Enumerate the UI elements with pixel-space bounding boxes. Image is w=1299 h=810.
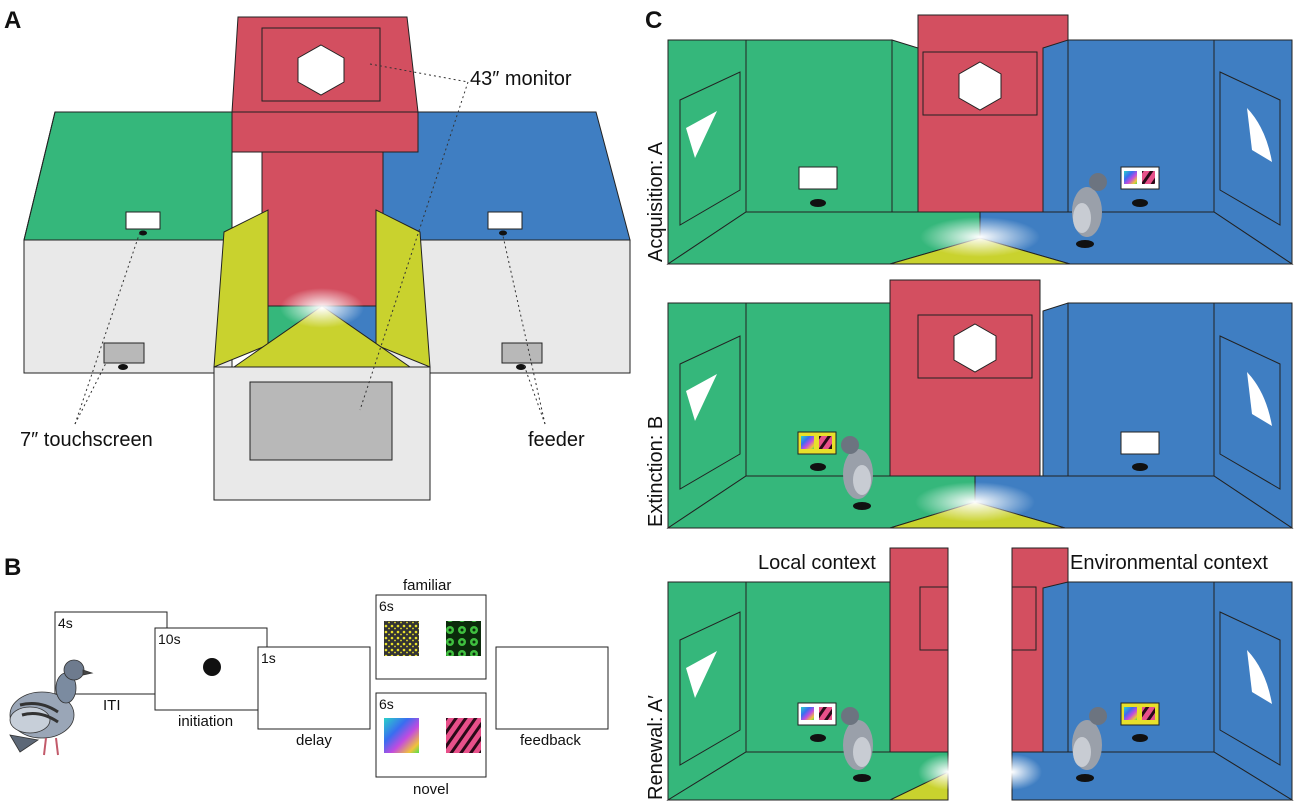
acq-arc-shape — [1247, 108, 1272, 162]
initiation-duration: 10s — [158, 631, 181, 647]
acq-hexagon — [958, 61, 1002, 111]
feedback-frame — [495, 646, 609, 730]
monitor-screen — [249, 381, 393, 461]
iti-duration: 4s — [58, 615, 73, 631]
acq-touchscreen-left — [798, 166, 838, 190]
feeder-label: feeder — [528, 429, 585, 451]
panel-a-leaders — [74, 63, 546, 425]
feeder-right-front — [516, 364, 526, 370]
hexagon-stimulus — [297, 44, 345, 96]
panel-a-letter: A — [4, 7, 21, 34]
touchscreen-label: 7″ touchscreen — [20, 429, 153, 451]
panel-b-sequence — [54, 594, 609, 778]
ext-arc-shape — [1247, 372, 1272, 426]
acquisition-label: Acquisition: A — [645, 141, 667, 262]
familiar-label: familiar — [403, 577, 451, 594]
initiation-label: initiation — [178, 713, 233, 730]
ext-triangle — [686, 374, 717, 421]
familiar-duration: 6s — [379, 598, 394, 614]
renewal-env-pigeon-icon — [1072, 707, 1107, 782]
iti-label: ITI — [103, 697, 121, 714]
feedback-label: feedback — [520, 732, 581, 749]
acq-triangle — [686, 111, 717, 158]
panel-b-letter: B — [4, 554, 21, 581]
novel-stimulus-1 — [384, 718, 419, 753]
feeder-left — [139, 230, 147, 236]
renewal-local-pigeon-icon — [841, 707, 873, 782]
novel-stimulus-2 — [446, 718, 481, 753]
novel-label: novel — [413, 781, 449, 798]
touchscreen-left-front — [103, 342, 145, 364]
feeder-right — [499, 230, 507, 236]
delay-label: delay — [296, 732, 332, 749]
ext-hexagon — [953, 323, 997, 373]
familiar-stimulus-1 — [384, 621, 419, 656]
ext-pigeon-icon — [841, 436, 873, 510]
feeder-left-front — [118, 364, 128, 370]
acq-pigeon-icon — [1072, 173, 1107, 248]
extinction-label: Extinction: B — [645, 416, 667, 527]
extinction-row — [666, 279, 1294, 529]
panel-a-box — [23, 16, 631, 501]
acq-light-glow — [920, 217, 1040, 257]
delay-duration: 1s — [261, 650, 276, 666]
touchscreen-right-front — [501, 342, 543, 364]
familiar-stimulus-2 — [446, 621, 481, 656]
light-glow — [280, 288, 364, 328]
renewal-local — [666, 547, 949, 801]
touchscreen-right — [487, 211, 523, 230]
panel-c-letter: C — [645, 7, 662, 34]
local-context-label: Local context — [758, 552, 876, 574]
delay-frame — [257, 646, 371, 730]
environmental-context-label: Environmental context — [1070, 552, 1268, 574]
touchscreen-left — [125, 211, 161, 230]
initiation-dot — [203, 658, 221, 676]
monitor-label: 43″ monitor — [470, 68, 572, 90]
renewal-label: Renewal: A′ — [645, 695, 667, 800]
novel-duration: 6s — [379, 696, 394, 712]
pigeon-icon — [9, 659, 94, 756]
